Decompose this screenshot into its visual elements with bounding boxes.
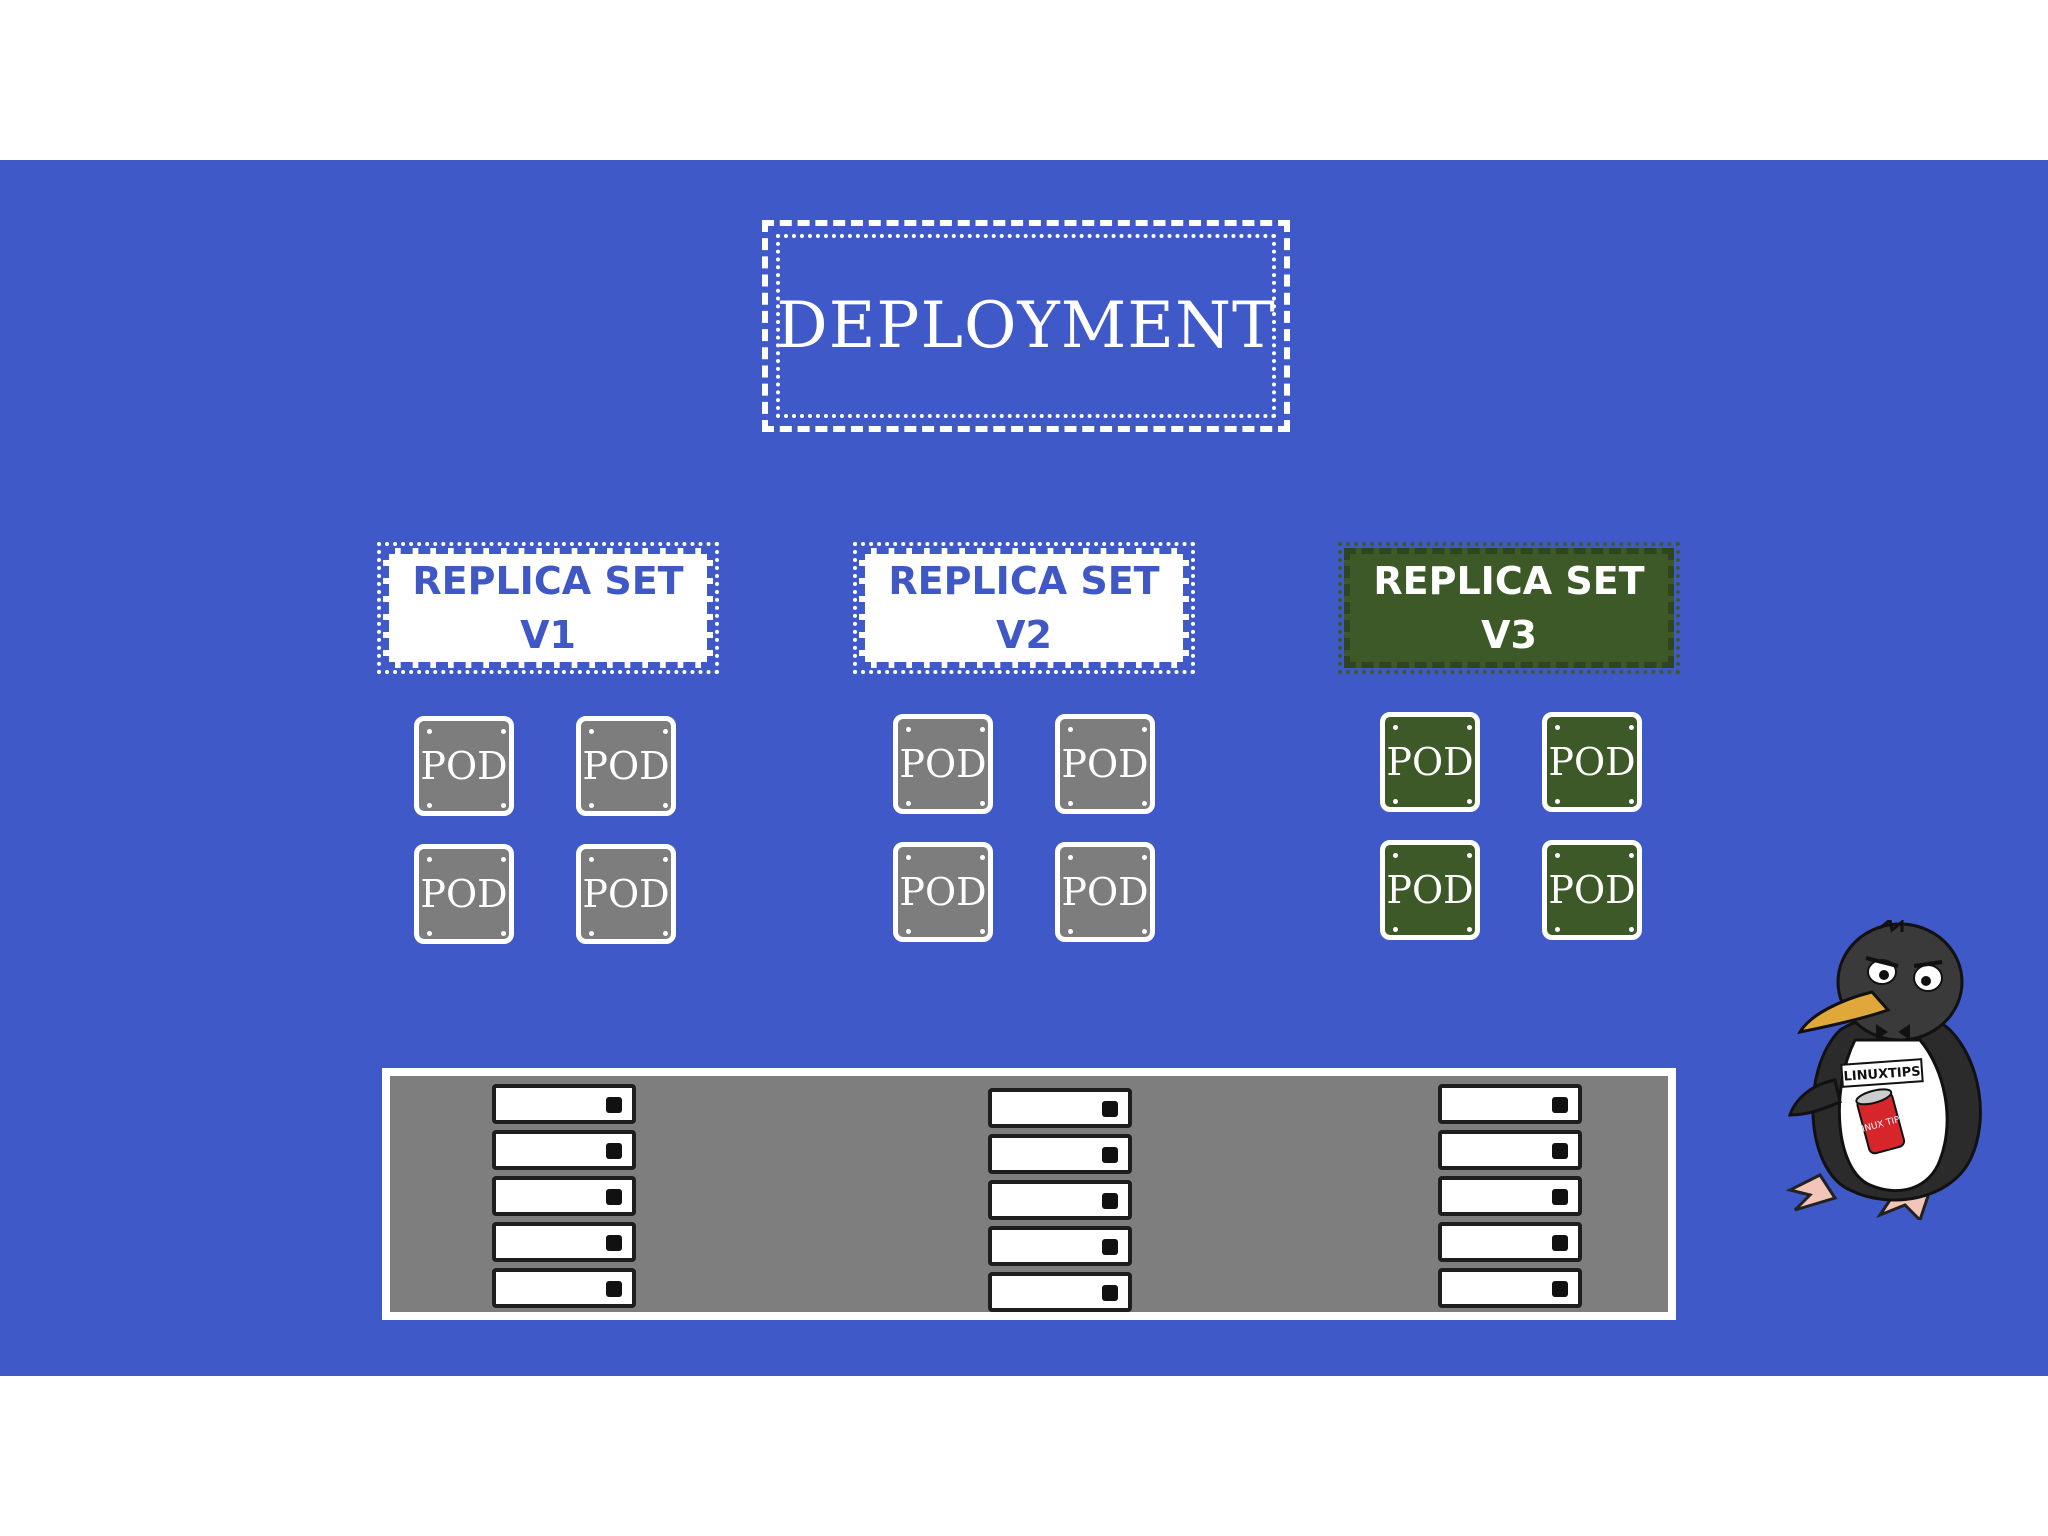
pod-v3-4: POD — [1542, 840, 1642, 940]
pod-v2-2: POD — [1055, 714, 1155, 814]
pod-v2-1: POD — [893, 714, 993, 814]
diagram-canvas: DEPLOYMENT REPLICA SET V1 REPLICA SET V2… — [0, 160, 2048, 1376]
replica-set-v2: REPLICA SET V2 — [853, 542, 1195, 674]
pod-v1-4: POD — [576, 844, 676, 944]
server-led-icon — [1552, 1097, 1568, 1113]
deployment-title: DEPLOYMENT — [776, 289, 1276, 363]
server-unit — [988, 1088, 1132, 1128]
replica-set-v3: REPLICA SET V3 — [1338, 542, 1680, 674]
replica-set-version: V2 — [996, 613, 1052, 657]
server-unit — [1438, 1222, 1582, 1262]
server-unit — [988, 1226, 1132, 1266]
server-unit — [988, 1272, 1132, 1312]
server-led-icon — [1102, 1193, 1118, 1209]
server-led-icon — [1102, 1285, 1118, 1301]
pod-v3-3: POD — [1380, 840, 1480, 940]
pod-v2-4: POD — [1055, 842, 1155, 942]
server-unit — [492, 1130, 636, 1170]
pod-v3-1: POD — [1380, 712, 1480, 812]
penguin-mascot-icon: LINUXTIPS LINUX TIPS — [1785, 920, 1982, 1220]
pod-v3-2: POD — [1542, 712, 1642, 812]
server-led-icon — [1552, 1143, 1568, 1159]
pod-v1-2: POD — [576, 716, 676, 816]
replica-set-label: REPLICA SET — [1373, 559, 1645, 603]
server-led-icon — [1102, 1101, 1118, 1117]
pod-v1-1: POD — [414, 716, 514, 816]
pod-v2-3: POD — [893, 842, 993, 942]
server-led-icon — [1552, 1235, 1568, 1251]
server-unit — [492, 1084, 636, 1124]
server-led-icon — [606, 1281, 622, 1297]
server-led-icon — [606, 1189, 622, 1205]
server-rack — [382, 1068, 1676, 1320]
replica-set-v1: REPLICA SET V1 — [377, 542, 719, 674]
server-unit — [988, 1134, 1132, 1174]
pod-v1-3: POD — [414, 844, 514, 944]
server-led-icon — [1552, 1189, 1568, 1205]
server-led-icon — [606, 1235, 622, 1251]
server-unit — [988, 1180, 1132, 1220]
replica-set-label: REPLICA SET — [888, 559, 1160, 603]
replica-set-version: V1 — [520, 613, 576, 657]
server-led-icon — [1102, 1147, 1118, 1163]
server-led-icon — [606, 1143, 622, 1159]
server-led-icon — [606, 1097, 622, 1113]
deployment-box: DEPLOYMENT — [762, 220, 1290, 432]
server-unit — [492, 1176, 636, 1216]
server-unit — [1438, 1176, 1582, 1216]
replica-set-version: V3 — [1481, 613, 1537, 657]
server-led-icon — [1552, 1281, 1568, 1297]
server-unit — [1438, 1268, 1582, 1308]
apron-logo-text: LINUXTIPS — [1843, 1064, 1921, 1084]
server-unit — [1438, 1084, 1582, 1124]
server-stack-2 — [988, 1088, 1132, 1318]
server-led-icon — [1102, 1239, 1118, 1255]
server-unit — [492, 1222, 636, 1262]
replica-set-label: REPLICA SET — [412, 559, 684, 603]
server-stack-3 — [1438, 1084, 1582, 1314]
server-unit — [492, 1268, 636, 1308]
server-stack-1 — [492, 1084, 636, 1314]
server-unit — [1438, 1130, 1582, 1170]
